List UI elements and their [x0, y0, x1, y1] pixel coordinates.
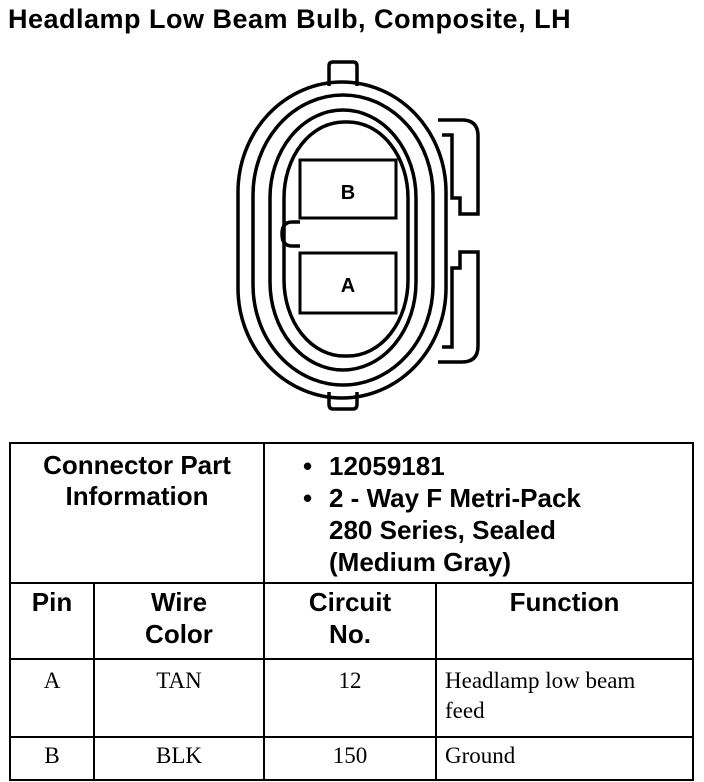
- header-function: Function: [434, 582, 695, 660]
- part-number-line: • 12059181: [303, 450, 692, 482]
- pin-cavity-b: [298, 158, 398, 220]
- part-description-line: • 2 - Way F Metri-Pack 280 Series, Seale…: [303, 482, 692, 578]
- pin-label-b: B: [341, 182, 355, 204]
- bullet-marker: •: [303, 451, 313, 481]
- connector-part-row: Connector Part Information • 12059181 • …: [9, 442, 695, 584]
- pin-label-a: A: [341, 275, 355, 297]
- part-number: 12059181: [329, 451, 445, 481]
- cell-circuit: 12: [263, 658, 437, 738]
- cell-pin: A: [9, 658, 95, 738]
- cell-function: Headlamp low beam feed: [434, 658, 695, 738]
- connector-side-latch-lower: [438, 250, 480, 364]
- cell-circuit: 150: [263, 736, 437, 781]
- bullet-marker: •: [303, 483, 313, 513]
- table-header-row: Pin Wire Color Circuit No. Function: [9, 582, 695, 660]
- cell-pin: B: [9, 736, 95, 781]
- header-wire-color: Wire Color: [93, 582, 265, 660]
- connector-inner-cavity: [282, 120, 410, 358]
- connector-top-tab: [327, 60, 359, 86]
- table-row: A TAN 12 Headlamp low beam feed: [9, 658, 695, 738]
- cell-wire-color: BLK: [93, 736, 265, 781]
- header-circuit-no: Circuit No.: [263, 582, 437, 660]
- connector-housing-ring-3: [268, 108, 418, 372]
- connector-part-label: Connector Part Information: [9, 442, 265, 584]
- part-description: 2 - Way F Metri-Pack 280 Series, Sealed …: [329, 483, 581, 577]
- connector-key: [280, 220, 300, 248]
- connector-bottom-tab: [327, 392, 359, 411]
- connector-side-latch: [438, 118, 480, 216]
- table-row: B BLK 150 Ground: [9, 736, 695, 781]
- connector-face-diagram: B A: [236, 60, 480, 411]
- pin-cavity-a: [298, 251, 398, 315]
- connector-info-table: Connector Part Information • 12059181 • …: [9, 442, 695, 781]
- connector-part-values: • 12059181 • 2 - Way F Metri-Pack 280 Se…: [262, 442, 695, 584]
- diagram-title: Headlamp Low Beam Bulb, Composite, LH: [8, 4, 572, 34]
- connector-housing-ring-2: [251, 93, 435, 387]
- cell-function: Ground: [434, 736, 695, 781]
- cell-wire-color: TAN: [93, 658, 265, 738]
- connector-outer-housing: [236, 80, 448, 400]
- header-pin: Pin: [9, 582, 95, 660]
